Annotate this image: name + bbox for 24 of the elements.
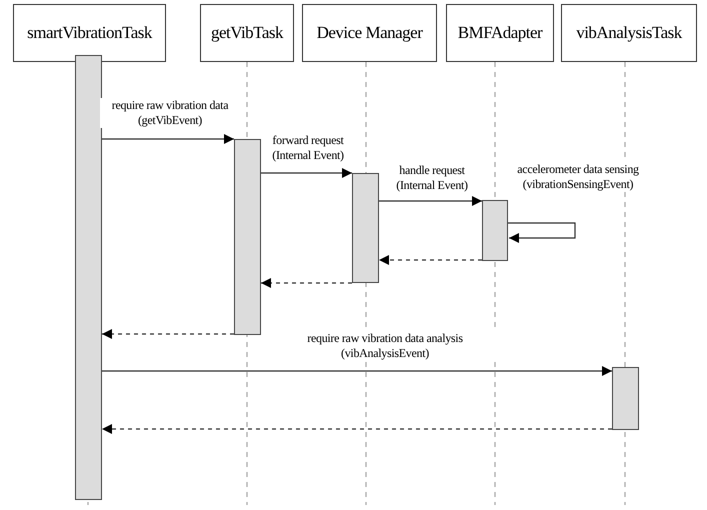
message-arrow bbox=[102, 134, 234, 144]
participant-name: vibAnalysisTask bbox=[576, 22, 682, 44]
participant-name: BMFAdapter bbox=[458, 22, 542, 44]
message-arrow bbox=[102, 366, 612, 376]
participant-name: smartVibrationTask bbox=[27, 22, 152, 44]
activation-bar bbox=[75, 55, 102, 500]
lifeline-header bbox=[561, 4, 697, 62]
return-arrow bbox=[261, 278, 352, 288]
activation-bar bbox=[352, 173, 379, 283]
return-arrow bbox=[379, 255, 482, 265]
activation-bar bbox=[482, 200, 508, 261]
activation-bar bbox=[612, 367, 639, 430]
message-arrow bbox=[508, 222, 576, 243]
lifeline-header bbox=[13, 4, 166, 62]
participant-name: Device Manager bbox=[316, 22, 422, 44]
lifeline-header bbox=[200, 4, 294, 62]
activation-bar bbox=[234, 139, 261, 335]
message-arrow bbox=[379, 196, 482, 206]
lifeline-header bbox=[446, 4, 554, 62]
message-arrow bbox=[261, 168, 352, 178]
lifeline-header bbox=[302, 4, 437, 62]
return-arrow bbox=[102, 329, 234, 339]
participant-name: getVibTask bbox=[210, 22, 284, 44]
return-arrow bbox=[102, 424, 612, 434]
